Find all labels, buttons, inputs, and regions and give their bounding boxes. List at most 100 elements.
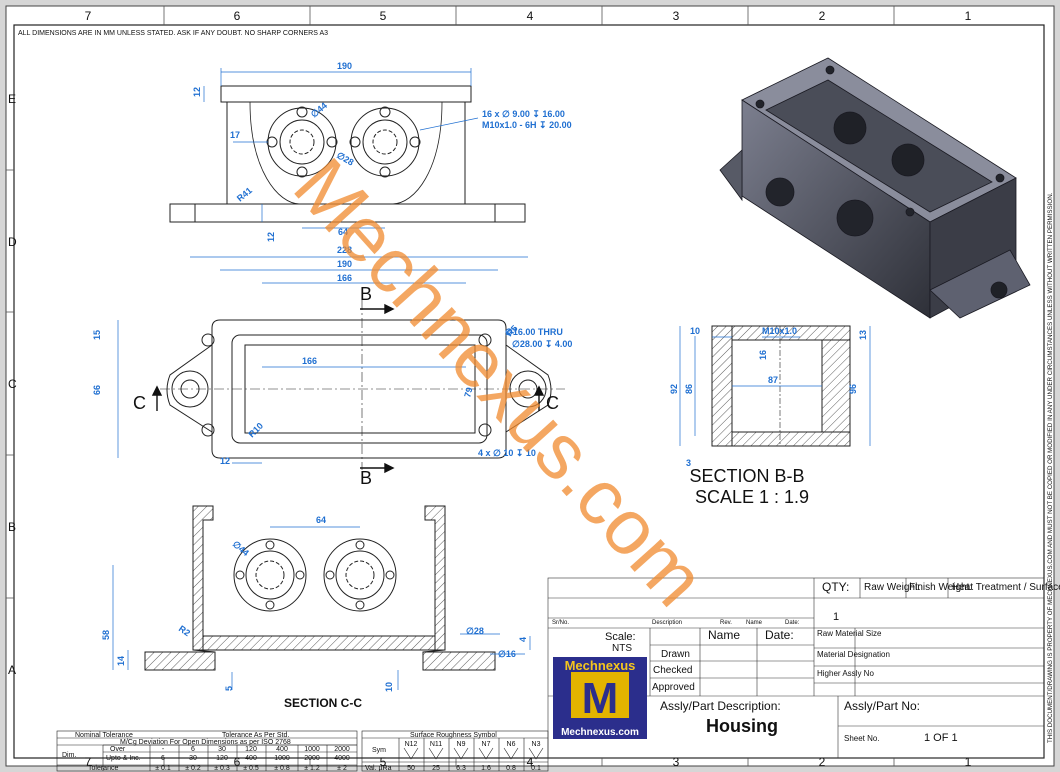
tb-material-designation: Material Designation <box>817 650 890 659</box>
tol-over-1: 6 <box>191 746 195 753</box>
section-bb-scale: SCALE 1 : 1.9 <box>695 487 809 507</box>
zone-row-e: E <box>8 92 16 106</box>
tol-upto-0: 6 <box>161 755 165 762</box>
tol-over-3: 120 <box>245 746 257 753</box>
roughness-table: Surface Roughness Symbol Sym Val. µRa N1… <box>361 730 549 772</box>
tol-over-5: 1000 <box>304 746 320 753</box>
dim-plan-228: 228 <box>337 245 352 255</box>
dim-bb-92: 92 <box>669 384 679 394</box>
general-note: ALL DIMENSIONS ARE IN MM UNLESS STATED. … <box>18 30 328 37</box>
rough-header: Surface Roughness Symbol <box>410 732 497 739</box>
zone-col-4: 4 <box>527 9 534 23</box>
rough-val-0: 50 <box>407 765 415 772</box>
tb-name-small: Name <box>746 620 763 626</box>
tol-upto-3: 400 <box>245 755 257 762</box>
zone-col-1: 1 <box>965 9 972 23</box>
section-marker-c-right: C <box>546 393 559 413</box>
top-view-dimension-lines <box>203 68 479 229</box>
holes-note: 4 x ∅ 10 ↧ 10 <box>478 448 536 458</box>
isometric-view <box>719 57 1031 319</box>
tb-scale-label: Scale: <box>605 631 636 643</box>
zone-col-3: 3 <box>673 9 680 23</box>
section-arrows <box>151 303 545 474</box>
tol-dim: Dim. <box>62 752 76 759</box>
tol-over-0: - <box>162 746 165 753</box>
tb-heat-treatment: Heat Treatment / Surface Coating <box>952 582 1060 593</box>
logo-m: M <box>582 674 619 723</box>
tol-val-2: ± 0.3 <box>214 765 230 772</box>
dim-top-190: 190 <box>337 61 352 71</box>
section-markers: B B C C <box>133 284 559 488</box>
tb-rev: Rev. <box>720 620 732 626</box>
title-block: Mechnexus M Mechnexus.com Sr/No. Descrip… <box>547 577 1060 759</box>
zone-col-1-bottom: 1 <box>965 755 972 769</box>
tb-raw-material: Raw Material Size <box>817 629 882 638</box>
thru-note-2: ∅28.00 ↧ 4.00 <box>512 339 572 349</box>
top-view <box>169 85 526 223</box>
tb-raw-weight: Raw Weight: <box>864 582 921 593</box>
tb-checked: Checked <box>653 665 692 676</box>
zone-labels-left: E D C B A <box>8 92 17 677</box>
tb-assly-no-label: Assly/Part No: <box>844 699 920 713</box>
tol-tol: Tolerance <box>88 765 118 772</box>
tol-val-4: ± 0.8 <box>274 765 290 772</box>
section-bb-title: SECTION B-B <box>689 466 804 486</box>
tol-val-1: ± 0.2 <box>185 765 201 772</box>
tol-upto: Upto & Inc. <box>106 755 141 762</box>
tb-assly-desc-label: Assly/Part Description: <box>660 699 781 713</box>
dim-cc-10: 10 <box>384 682 394 692</box>
hole-note-1: 16 x ∅ 9.00 ↧ 16.00 <box>482 109 565 119</box>
dim-plan-190: 190 <box>337 259 352 269</box>
tb-drawn: Drawn <box>661 649 690 660</box>
rough-val-5: 0.1 <box>531 765 541 772</box>
dim-top-12b: 12 <box>266 232 276 242</box>
tol-val-3: ± 0.5 <box>243 765 259 772</box>
rough-val-2: 6.3 <box>456 765 466 772</box>
dim-plan-79: 79 <box>462 386 474 398</box>
dim-bb-96: 96 <box>848 384 858 394</box>
section-cc-dimension-lines <box>112 526 531 690</box>
section-bb-dimensions: 10 M10x1.0 13 16 92 86 87 96 3 <box>669 326 868 468</box>
dim-bb-16: 16 <box>758 350 768 360</box>
tol-upto-6: 4000 <box>334 755 350 762</box>
dim-cc-58: 58 <box>101 630 111 640</box>
zone-row-d: D <box>8 235 17 249</box>
section-marker-c-left: C <box>133 393 146 413</box>
zone-ticks <box>6 6 895 766</box>
rough-grade-0: N12 <box>405 741 418 748</box>
plan-view-dimension-lines <box>117 256 528 464</box>
tol-over-2: 30 <box>218 746 226 753</box>
tol-upto-1: 30 <box>189 755 197 762</box>
rough-grade-4: N6 <box>507 741 516 748</box>
tol-over-4: 400 <box>276 746 288 753</box>
tb-sr-no: Sr/No. <box>552 620 569 626</box>
logo-bottom-text: Mechnexus.com <box>561 727 639 738</box>
dim-bb-thread: M10x1.0 <box>762 326 797 336</box>
logo-top-text: Mechnexus <box>565 658 636 673</box>
tb-sheet-value: 1 OF 1 <box>924 732 958 744</box>
tb-approved: Approved <box>652 682 695 693</box>
dim-bb-87: 87 <box>768 375 778 385</box>
rough-grade-1: N11 <box>430 741 442 748</box>
zone-col-6: 6 <box>234 9 241 23</box>
zone-row-c: C <box>8 377 17 391</box>
tb-higher-assly: Higher Assly No <box>817 669 874 678</box>
zone-col-5: 5 <box>380 9 387 23</box>
section-marker-b-top: B <box>360 284 372 304</box>
dim-top-12a: 12 <box>192 87 202 97</box>
rough-val-1: 25 <box>432 765 440 772</box>
section-marker-b-bottom: B <box>360 468 372 488</box>
tol-val-6: ± 2 <box>337 765 347 772</box>
section-bb-dimension-lines <box>679 326 871 446</box>
tol-header-iso: M/Cg Deviation For Open Dimensions as pe… <box>120 739 291 746</box>
dim-top-64: 64 <box>338 227 348 237</box>
tb-finish-weight: Finish Weight: <box>909 582 972 593</box>
dim-bb-10: 10 <box>690 326 700 336</box>
rough-grade-3: N7 <box>482 741 491 748</box>
tb-date: Date: <box>765 628 794 642</box>
section-cc-view <box>144 505 496 671</box>
rough-val: Val. µRa <box>365 765 392 772</box>
tb-qty-label: QTY: <box>822 580 849 594</box>
zone-row-a: A <box>8 663 16 677</box>
